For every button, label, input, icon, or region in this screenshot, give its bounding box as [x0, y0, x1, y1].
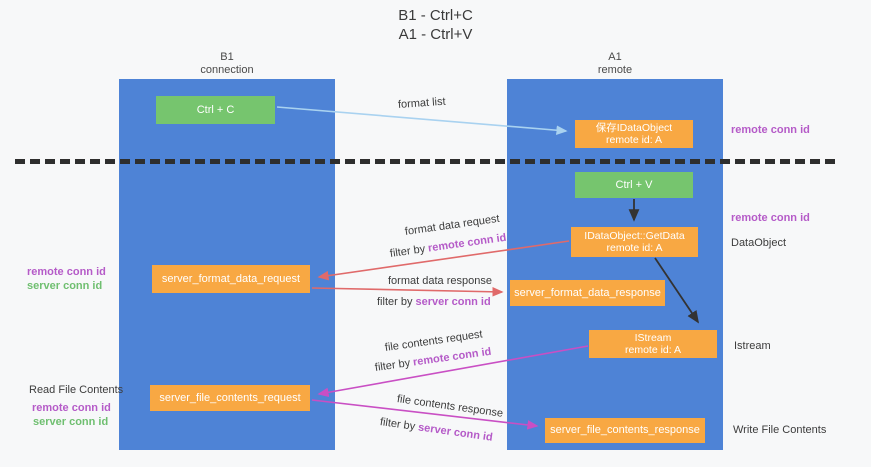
title-line-1: B1 - Ctrl+C [398, 7, 473, 24]
getdata-line2: remote id: A [606, 242, 663, 254]
filter-by-text: filter by [389, 242, 429, 260]
remote-conn-id-label-left: remote conn id [27, 266, 106, 278]
session-separator-dashed-line [15, 159, 835, 164]
server-file-contents-request-box: server_file_contents_request [150, 385, 310, 411]
server-conn-id-label-left: server conn id [27, 280, 103, 292]
server-format-data-request-label: server_format_data_request [161, 272, 301, 285]
server-file-contents-request-label: server_file_contents_request [159, 391, 301, 404]
server-file-contents-response-box: server_file_contents_response [545, 418, 705, 443]
ctrl-v-box: Ctrl + V [575, 172, 693, 198]
format-list-label: format list [397, 95, 446, 111]
filter-by-server-label-1: filter by server conn id [377, 296, 491, 308]
write-file-contents-label: Write File Contents [733, 424, 827, 436]
lane-header-a1: A1 remote [507, 51, 723, 77]
istream-line2: remote id: A [624, 344, 682, 356]
lane-b1-name: B1 [220, 51, 234, 63]
lane-b1-role: connection [200, 64, 254, 76]
filter-by-text: filter by [377, 296, 416, 308]
server-format-data-response-box: server_format_data_response [510, 280, 665, 306]
server-conn-id-key: server conn id [417, 421, 494, 444]
lane-a1-name: A1 [608, 51, 622, 63]
istream-box: IStream remote id: A [589, 330, 717, 358]
server-conn-id-key: server conn id [415, 296, 491, 308]
remote-conn-id-label-bottom: remote conn id [32, 402, 111, 414]
ctrl-v-label: Ctrl + V [615, 178, 653, 191]
getdata-line1: IDataObject::GetData [584, 230, 685, 242]
istream-side-label: Istream [734, 340, 771, 352]
save-idataobject-line2: remote id: A [605, 134, 663, 146]
diagram-title: B1 - Ctrl+C A1 - Ctrl+V [0, 6, 871, 44]
format-data-response-label: format data response [388, 275, 492, 287]
filter-by-text: filter by [379, 416, 419, 434]
dataobject-label: DataObject [731, 237, 787, 249]
lane-header-b1: B1 connection [119, 51, 335, 77]
arrow-format-data-response [311, 286, 504, 297]
server-conn-id-label-bottom: server conn id [33, 416, 109, 428]
server-file-contents-response-label: server_file_contents_response [550, 424, 700, 436]
ctrl-c-box: Ctrl + C [156, 96, 275, 124]
remote-conn-id-label-mid: remote conn id [731, 212, 810, 224]
istream-line1: IStream [634, 332, 672, 344]
read-file-contents-label: Read File Contents [29, 384, 124, 396]
ctrl-c-label: Ctrl + C [196, 103, 235, 116]
filter-by-server-label-2: filter by server conn id [379, 416, 493, 444]
title-line-2: A1 - Ctrl+V [398, 26, 473, 43]
idataobject-getdata-box: IDataObject::GetData remote id: A [571, 227, 698, 257]
filter-by-text: filter by [374, 356, 414, 374]
lane-a1-role: remote [597, 64, 633, 76]
remote-conn-id-label-top: remote conn id [731, 124, 810, 136]
server-format-data-response-label: server_format_data_response [514, 286, 661, 299]
remote-conn-id-key: remote conn id [412, 345, 493, 369]
remote-conn-id-key: remote conn id [427, 231, 508, 255]
save-idataobject-box: 保存IDataObject remote id: A [575, 120, 693, 148]
save-idataobject-line1: 保存IDataObject [595, 122, 673, 134]
file-contents-response-label: file contents response [396, 393, 504, 420]
server-format-data-request-box: server_format_data_request [152, 265, 310, 293]
